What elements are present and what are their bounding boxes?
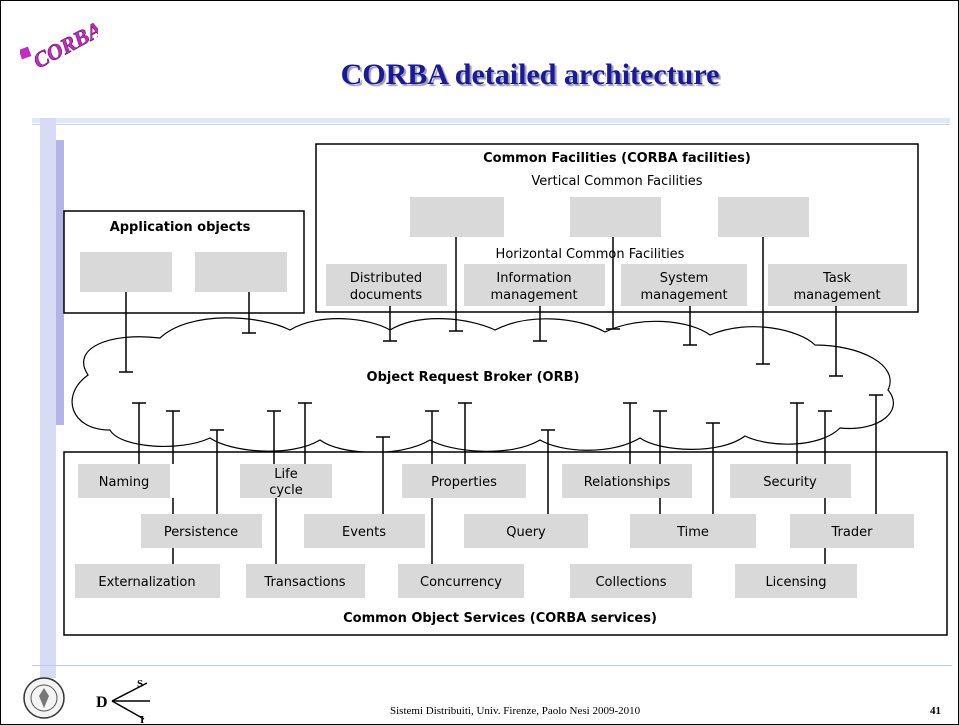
corba-logo: CORBA	[20, 16, 98, 74]
facility-label: management	[793, 288, 880, 303]
facility-box	[464, 264, 605, 306]
service-label: Events	[342, 525, 386, 540]
dsi-logo: D S I	[96, 678, 150, 725]
service-label: Externalization	[98, 575, 195, 590]
application-objects-title: Application objects	[110, 220, 251, 235]
facility-label: management	[640, 288, 727, 303]
orb-cloud	[71, 317, 894, 453]
service-label: Life	[274, 467, 297, 482]
horizontal-facilities-label: Horizontal Common Facilities	[496, 247, 685, 262]
side-bar-accent	[56, 140, 64, 425]
facility-label: System	[660, 271, 708, 286]
facility-box	[768, 264, 907, 306]
page-number: 41	[930, 705, 941, 717]
service-box	[240, 464, 332, 498]
service-label: Relationships	[584, 475, 671, 490]
vertical-facilities-label: Vertical Common Facilities	[531, 174, 702, 189]
orb-label: Object Request Broker (ORB)	[367, 370, 580, 385]
title-rule	[32, 118, 950, 123]
service-label: Query	[506, 525, 546, 540]
slide-title: CORBA detailed architecture	[340, 58, 720, 91]
services-title: Common Object Services (CORBA services)	[343, 611, 657, 626]
service-box	[78, 464, 170, 498]
facility-label: management	[490, 288, 577, 303]
service-box	[735, 564, 857, 598]
service-label: Collections	[595, 575, 666, 590]
service-label: Concurrency	[420, 575, 502, 590]
service-box	[141, 514, 262, 548]
service-label: Licensing	[765, 575, 826, 590]
side-bar	[40, 118, 56, 678]
service-label: Time	[676, 525, 709, 540]
service-box	[464, 514, 588, 548]
service-box	[304, 514, 425, 548]
application-object-box	[195, 252, 287, 292]
vertical-facility-box	[570, 197, 661, 237]
service-label: cycle	[269, 483, 303, 498]
footer-rule	[32, 665, 952, 666]
service-label: Properties	[431, 475, 497, 490]
footer-text: Sistemi Distribuiti, Univ. Firenze, Paol…	[390, 705, 641, 717]
service-box	[562, 464, 692, 498]
facility-box	[621, 264, 747, 306]
common-facilities-title: Common Facilities (CORBA facilities)	[483, 151, 751, 166]
service-box	[398, 564, 524, 598]
facility-label: Distributed	[350, 271, 422, 286]
orb-connectors	[119, 237, 883, 564]
svg-text:I: I	[140, 714, 144, 725]
facility-box	[326, 264, 447, 306]
service-label: Persistence	[164, 525, 238, 540]
vertical-facility-box	[410, 197, 504, 237]
university-seal	[23, 677, 65, 719]
service-box	[630, 514, 756, 548]
service-box	[790, 514, 914, 548]
vertical-facility-box	[718, 197, 809, 237]
svg-text:D: D	[96, 694, 108, 711]
facility-label: Task	[822, 271, 852, 286]
svg-text:S: S	[137, 678, 143, 690]
service-box	[402, 464, 526, 498]
facility-label: Information	[496, 271, 571, 286]
service-label: Transactions	[263, 575, 345, 590]
service-label: Security	[763, 475, 817, 490]
title-rule-thin	[32, 124, 950, 125]
facility-label: documents	[350, 288, 423, 303]
service-box	[75, 564, 220, 598]
application-object-box	[80, 252, 172, 292]
service-box	[570, 564, 692, 598]
service-label: Trader	[831, 525, 874, 540]
service-box	[246, 564, 365, 598]
service-box	[730, 464, 851, 498]
service-label: Naming	[99, 475, 149, 490]
